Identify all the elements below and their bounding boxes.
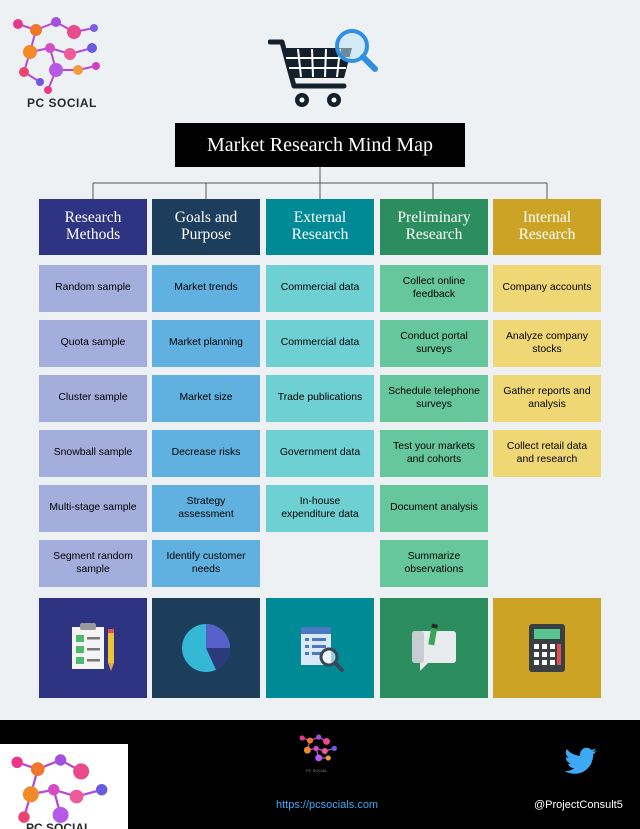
pie-chart-icon (182, 624, 231, 672)
list-item: Identify customer needs (152, 540, 260, 587)
column-heading: Internal Research (493, 199, 601, 255)
column-heading: Research Methods (39, 199, 147, 255)
list-item: Multi-stage sample (39, 485, 147, 532)
notes-icon-tile (380, 598, 488, 698)
list-item: Summarize observations (380, 540, 488, 587)
column-research-methods: Research Methods Random sample Quota sam… (39, 199, 147, 595)
list-item: Strategy assessment (152, 485, 260, 532)
list-item: Commercial data (266, 320, 374, 367)
brand-name: PC SOCIAL (27, 96, 97, 110)
list-item: Test your markets and cohorts (380, 430, 488, 477)
column-heading: Goals and Purpose (152, 199, 260, 255)
list-item: In-house expenditure data (266, 485, 374, 532)
notes-icon (412, 623, 456, 671)
list-item: Conduct portal surveys (380, 320, 488, 367)
twitter-icon[interactable] (564, 747, 597, 775)
shopping-cart-icon (267, 22, 380, 112)
document-search-icon (301, 627, 344, 672)
column-external-research: External Research Commercial data Commer… (266, 199, 374, 540)
twitter-handle[interactable]: @ProjectConsult5 (534, 799, 623, 811)
footer-mini-brand: PC SOCIAL (306, 768, 328, 773)
column-internal-research: Internal Research Company accounts Analy… (493, 199, 601, 485)
list-item: Analyze company stocks (493, 320, 601, 367)
list-item: Cluster sample (39, 375, 147, 422)
list-item: Collect retail data and research (493, 430, 601, 477)
checklist-icon (72, 623, 114, 671)
column-preliminary-research: Preliminary Research Collect online feed… (380, 199, 488, 595)
list-item: Schedule telephone surveys (380, 375, 488, 422)
list-item: Snowball sample (39, 430, 147, 477)
footer-brand-logo (296, 731, 344, 771)
list-item: Decrease risks (152, 430, 260, 477)
calculator-icon-tile (493, 598, 601, 698)
footer-logo-panel: PC SOCIAL (0, 744, 128, 829)
list-item: Document analysis (380, 485, 488, 532)
checklist-icon-tile (39, 598, 147, 698)
calculator-icon (529, 624, 565, 672)
list-item: Segment random sample (39, 540, 147, 587)
footer-brand-name: PC SOCIAL (26, 821, 92, 829)
website-link[interactable]: https://pcsocials.com (276, 799, 379, 811)
column-heading: External Research (266, 199, 374, 255)
page-title: Market Research Mind Map (175, 123, 465, 167)
list-item: Government data (266, 430, 374, 477)
list-item: Trade publications (266, 375, 374, 422)
column-heading: Preliminary Research (380, 199, 488, 255)
list-item: Market size (152, 375, 260, 422)
list-item: Collect online feedback (380, 265, 488, 312)
brand-logo (4, 8, 114, 113)
list-item: Market planning (152, 320, 260, 367)
mind-map-connectors (0, 167, 640, 201)
document-search-icon-tile (266, 598, 374, 698)
list-item: Commercial data (266, 265, 374, 312)
column-goals-and-purpose: Goals and Purpose Market trends Market p… (152, 199, 260, 595)
list-item: Random sample (39, 265, 147, 312)
list-item: Market trends (152, 265, 260, 312)
list-item: Company accounts (493, 265, 601, 312)
list-item: Gather reports and analysis (493, 375, 601, 422)
list-item: Quota sample (39, 320, 147, 367)
pie-chart-icon-tile (152, 598, 260, 698)
